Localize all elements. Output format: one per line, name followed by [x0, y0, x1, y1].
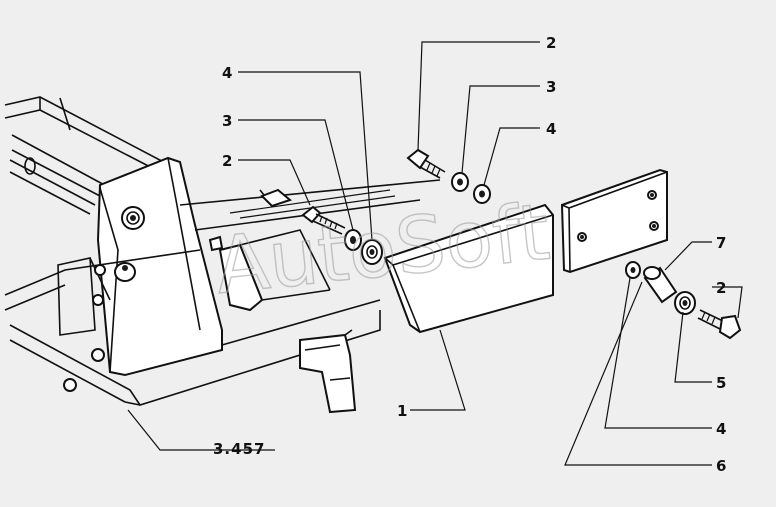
- washer-top-3: [451, 172, 469, 192]
- washer-right-5: [674, 291, 696, 315]
- callout-1: 1: [397, 402, 407, 420]
- callout-2-left: 2: [222, 152, 232, 170]
- reference-label: 3.457: [213, 440, 265, 458]
- callout-4-right: 4: [716, 420, 726, 438]
- callout-5: 5: [716, 374, 726, 392]
- washer-right-6: [625, 261, 641, 279]
- washer-top-4: [473, 184, 491, 204]
- vehicle-frame: [4, 96, 441, 414]
- callout-2-right: 2: [716, 279, 726, 297]
- callout-4-left: 4: [222, 64, 232, 82]
- bolt-top: [406, 148, 446, 179]
- callout-3-left: 3: [222, 112, 232, 130]
- callout-7: 7: [716, 234, 726, 252]
- callout-labels: 4 3 2 2 3 4 1 7 2 5 4 6 3.457: [213, 34, 726, 475]
- callout-4-top: 4: [546, 120, 556, 138]
- callout-2-top: 2: [546, 34, 556, 52]
- leader-lines: [127, 41, 743, 466]
- callout-3-top: 3: [546, 78, 556, 96]
- backing-plate: [560, 168, 668, 274]
- spacer-bushing-7: [643, 266, 678, 304]
- rubber-pad-part-1: [383, 203, 554, 334]
- callout-6: 6: [716, 457, 726, 475]
- bolt-right-2: [697, 309, 742, 340]
